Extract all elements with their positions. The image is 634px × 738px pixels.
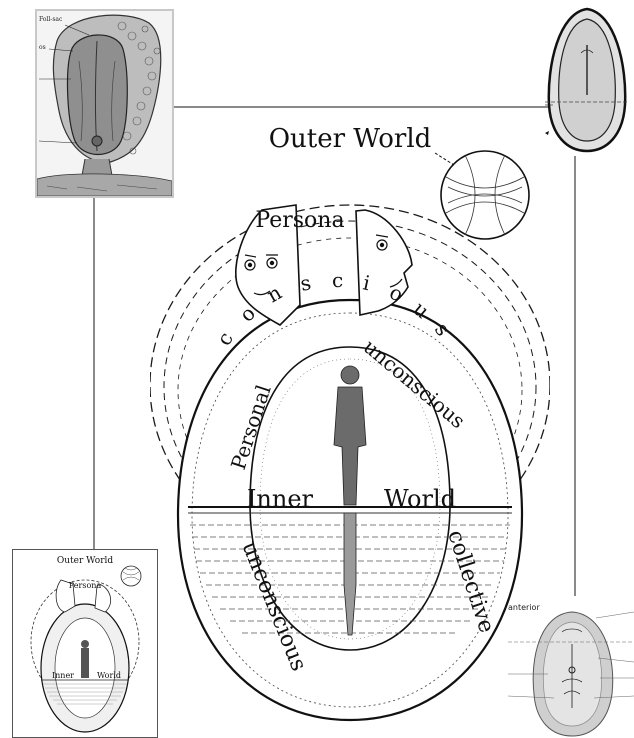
psyche-diagram: Outer World Persona c <box>150 115 550 738</box>
small-inner: Inner <box>52 671 74 680</box>
thumbnail-psyche-diagram[interactable]: Outer World Persona Inner World <box>12 549 158 738</box>
svg-text:c: c <box>332 268 343 292</box>
small-diagram: Outer World Persona Inner World <box>13 550 157 737</box>
follicle-label-2: os <box>39 44 46 51</box>
connector-top <box>172 106 550 108</box>
thumbnail-egg[interactable] <box>545 5 629 155</box>
small-world: World <box>97 671 121 680</box>
connector-right <box>574 156 576 596</box>
small-outer-world: Outer World <box>57 556 114 566</box>
svg-text:s: s <box>298 270 313 296</box>
title-outer-world: Outer World <box>269 124 432 154</box>
svg-text:c: c <box>212 328 238 350</box>
label-inner: Inner <box>247 485 314 513</box>
egg-drawing <box>545 5 629 155</box>
follicle-label-1: Foll-sac <box>39 16 63 23</box>
label-world: World <box>384 485 456 513</box>
connector-left <box>93 198 95 550</box>
small-persona: Persona <box>69 581 102 590</box>
label-persona: Persona <box>255 208 344 233</box>
outer-world-sphere <box>435 151 529 239</box>
